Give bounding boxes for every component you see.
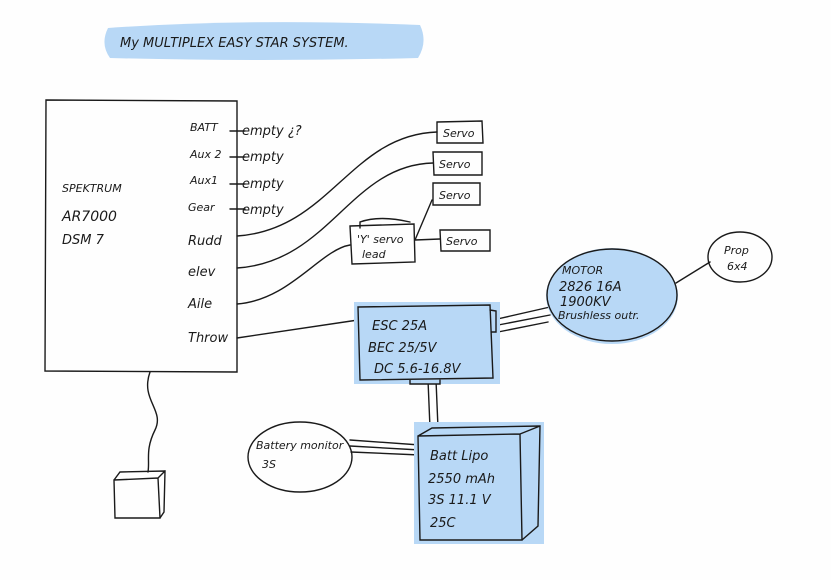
monitor-wires xyxy=(349,439,421,456)
battery-spec: 2550 mAh xyxy=(428,472,495,487)
channel-connection: empty xyxy=(242,150,284,165)
y-lead-loop xyxy=(359,217,411,229)
y-servo-lead: 'Y' servo lead xyxy=(349,223,416,265)
rudder-wire xyxy=(236,131,438,237)
servo-label: Servo xyxy=(446,235,478,248)
aileron-wire xyxy=(236,244,351,305)
servo-3: Servo xyxy=(432,182,481,206)
receiver-protocol: DSM 7 xyxy=(62,233,105,248)
channel-label: Aux 2 xyxy=(189,148,222,161)
esc-battery-wire xyxy=(427,379,439,429)
receiver-block: SPEKTRUM AR7000 DSM 7 xyxy=(44,99,238,373)
throttle-wire xyxy=(236,319,359,339)
battery-spec: 25C xyxy=(430,516,457,531)
motor-spec: 2826 16A xyxy=(559,280,622,295)
servo-label: Servo xyxy=(443,127,475,140)
channel-label: BATT xyxy=(190,121,219,134)
channel-connection: empty ¿? xyxy=(242,124,302,139)
receiver-model: AR7000 xyxy=(61,209,117,225)
esc-spec: ESC 25A xyxy=(372,319,427,334)
prop-link xyxy=(675,261,711,284)
wires xyxy=(147,131,711,473)
channel-label: Gear xyxy=(188,201,216,214)
prop-spec: Prop xyxy=(724,244,749,257)
esc-spec: BEC 25/5V xyxy=(368,341,438,356)
battery-monitor-block: Battery monitor 3S xyxy=(247,421,353,493)
y-lead-to-servo-wire xyxy=(414,199,441,241)
channel-label: elev xyxy=(188,265,216,280)
servo-2: Servo xyxy=(432,151,483,176)
y-lead-label: 'Y' servo xyxy=(357,233,404,246)
servo-1: Servo xyxy=(436,120,484,144)
battery-block: Batt Lipo 2550 mAh 3S 11.1 V 25C xyxy=(414,422,544,544)
battery-monitor-label: 3S xyxy=(262,458,276,471)
channel-connection: empty xyxy=(242,177,284,192)
motor-spec: Brushless outr. xyxy=(558,309,640,322)
prop-block: Prop 6x4 xyxy=(707,231,773,283)
receiver-antenna-wire xyxy=(147,371,158,473)
channel-labels: BATT Aux 2 Aux1 Gear Rudd elev Aile Thro… xyxy=(187,121,228,346)
battery-spec: 3S 11.1 V xyxy=(428,493,492,508)
prop-spec: 6x4 xyxy=(727,260,748,273)
channel-label: Aile xyxy=(187,297,212,312)
battery-spec: Batt Lipo xyxy=(430,449,488,464)
diagram-title: My MULTIPLEX EASY STAR SYSTEM. xyxy=(120,36,349,51)
motor-wires xyxy=(492,306,551,334)
servo-label: Servo xyxy=(439,189,471,202)
title-highlight xyxy=(104,22,424,61)
empty-channel-notes: empty ¿? empty empty empty xyxy=(229,124,302,218)
motor-spec: MOTOR xyxy=(562,264,603,277)
battery-monitor-label: Battery monitor xyxy=(256,439,345,452)
channel-connection: empty xyxy=(242,203,284,218)
channel-label: Throw xyxy=(188,331,228,346)
channel-label: Rudd xyxy=(188,234,223,249)
motor-block: MOTOR 2826 16A 1900KV Brushless outr. xyxy=(546,248,678,344)
channel-label: Aux1 xyxy=(189,174,218,187)
servo-4: Servo xyxy=(439,229,491,252)
motor-spec: 1900KV xyxy=(560,295,612,310)
satellite-receiver xyxy=(113,470,166,519)
elevator-wire xyxy=(236,162,434,269)
servo-label: Servo xyxy=(439,158,471,171)
receiver-brand: SPEKTRUM xyxy=(62,182,122,195)
y-lead-label: lead xyxy=(362,248,387,261)
esc-spec: DC 5.6-16.8V xyxy=(374,362,462,377)
esc-block: ESC 25A BEC 25/5V DC 5.6-16.8V xyxy=(354,302,500,385)
